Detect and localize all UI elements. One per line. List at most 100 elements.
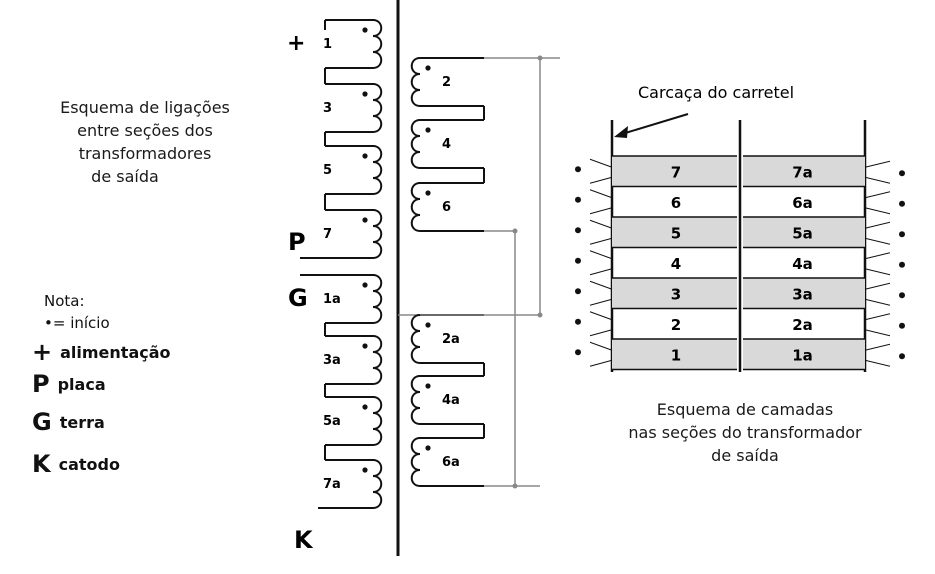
start-dot-icon: [425, 445, 431, 451]
section-label: 3a: [323, 353, 341, 368]
start-dot-icon: [575, 166, 581, 173]
coil-path: [372, 459, 383, 509]
section-label: 4a: [442, 393, 460, 408]
coil-section: 2a: [410, 314, 460, 364]
note-dot-row: •= início: [44, 314, 110, 332]
coil-path: [372, 83, 383, 133]
lead-wire: [589, 268, 613, 276]
lead-wire: [864, 282, 891, 290]
section-label: 2: [442, 75, 451, 90]
start-dot-icon: [899, 231, 905, 238]
lead-wire: [864, 268, 891, 276]
layer-fill: [743, 278, 865, 309]
ground-terminal: G: [288, 284, 308, 312]
coil-path: [372, 274, 383, 324]
lead-wire: [589, 189, 613, 199]
coil-path: [372, 145, 383, 195]
start-dot-icon: [575, 196, 581, 203]
layer-label: 3: [671, 285, 681, 303]
start-dot-icon: [362, 282, 368, 288]
connection-scheme-caption: Esquema de ligações entre seções dos tra…: [30, 96, 260, 188]
layer-label: 5: [671, 224, 681, 242]
layer-scheme-caption: Esquema de camadas nas seções do transfo…: [590, 398, 900, 467]
caption-line: de saída: [91, 167, 159, 186]
junction-dot: [512, 228, 518, 234]
coil-path: [372, 209, 383, 259]
start-dot-icon: [425, 127, 431, 133]
start-dot-icon: [425, 383, 431, 389]
start-dot-icon: [899, 261, 905, 268]
start-dot-icon: [575, 318, 581, 325]
start-dot-icon: [425, 322, 431, 328]
layer-fill: [612, 339, 737, 370]
lead-wire: [589, 311, 613, 321]
coil-path: [410, 57, 421, 107]
start-dot-icon: [575, 227, 581, 234]
coil-path: [410, 375, 421, 425]
lead-wire: [589, 298, 613, 306]
layer-label: 5a: [792, 224, 813, 242]
legend-label: alimentação: [60, 342, 171, 362]
section-label: 7: [323, 227, 332, 242]
caption-line: Esquema de ligações: [60, 98, 230, 117]
start-dot-icon: [899, 170, 905, 177]
lead-wire: [589, 237, 613, 245]
legend-label: catodo: [58, 454, 120, 474]
section-label: 6: [442, 200, 451, 215]
lead-wire: [864, 329, 891, 337]
caption-line: de saída: [711, 446, 779, 465]
plus-symbol: +: [32, 338, 53, 366]
lead-wire: [864, 313, 891, 321]
layer-label: 1a: [792, 346, 813, 364]
start-dot-icon: [362, 153, 368, 159]
junction-dot: [512, 483, 518, 489]
legend-item-cathode: K catodo: [32, 450, 120, 478]
lead-wire: [864, 343, 891, 351]
lead-wire: [864, 237, 891, 245]
start-dot-icon: [425, 190, 431, 196]
lead-wire: [864, 176, 891, 184]
lead-wire: [864, 191, 891, 199]
section-wiring: [300, 0, 560, 556]
layer-label: 1: [671, 346, 681, 364]
coil-path: [410, 437, 421, 487]
legend-label: terra: [59, 412, 105, 432]
coil-section: 7: [323, 209, 383, 259]
section-label: 4: [442, 137, 451, 152]
start-dot-icon: [362, 27, 368, 33]
legend-item-plus: + alimentação: [32, 338, 171, 366]
coil-section: 6a: [410, 437, 460, 487]
coil-path: [410, 314, 421, 364]
start-dot-icon: [362, 404, 368, 410]
layer-label: 6: [671, 194, 681, 212]
coil-section: 7a: [323, 459, 383, 509]
section-label: 1a: [323, 292, 341, 307]
junction-dot: [537, 55, 543, 61]
note-dot-meaning: = início: [52, 314, 110, 332]
start-dot-icon: [899, 322, 905, 329]
lead-wire: [589, 250, 613, 260]
layer-fill: [612, 278, 737, 309]
layer-fill: [743, 156, 865, 187]
coil-section: 4a: [410, 375, 460, 425]
layer-fill: [743, 217, 865, 248]
lead-wire: [864, 252, 891, 260]
caption-line: nas seções do transformador: [628, 423, 862, 442]
arrow-head-icon: [614, 126, 628, 138]
lead-wire: [589, 219, 613, 229]
layer-label: 7a: [792, 163, 813, 181]
coil-path: [372, 19, 383, 69]
layer-label: 3a: [792, 285, 813, 303]
lead-wire: [589, 158, 613, 168]
caption-line: Esquema de camadas: [656, 400, 834, 419]
lead-wire: [589, 207, 613, 215]
section-label: 7a: [323, 477, 341, 492]
lead-wire: [864, 359, 891, 367]
legend-item-ground: G terra: [32, 408, 105, 436]
layer-label: 7: [671, 163, 681, 181]
caption-line: entre seções dos: [77, 121, 213, 140]
note-title: Nota:: [44, 292, 85, 310]
start-dot-icon: [575, 257, 581, 264]
start-dot-icon: [575, 288, 581, 295]
